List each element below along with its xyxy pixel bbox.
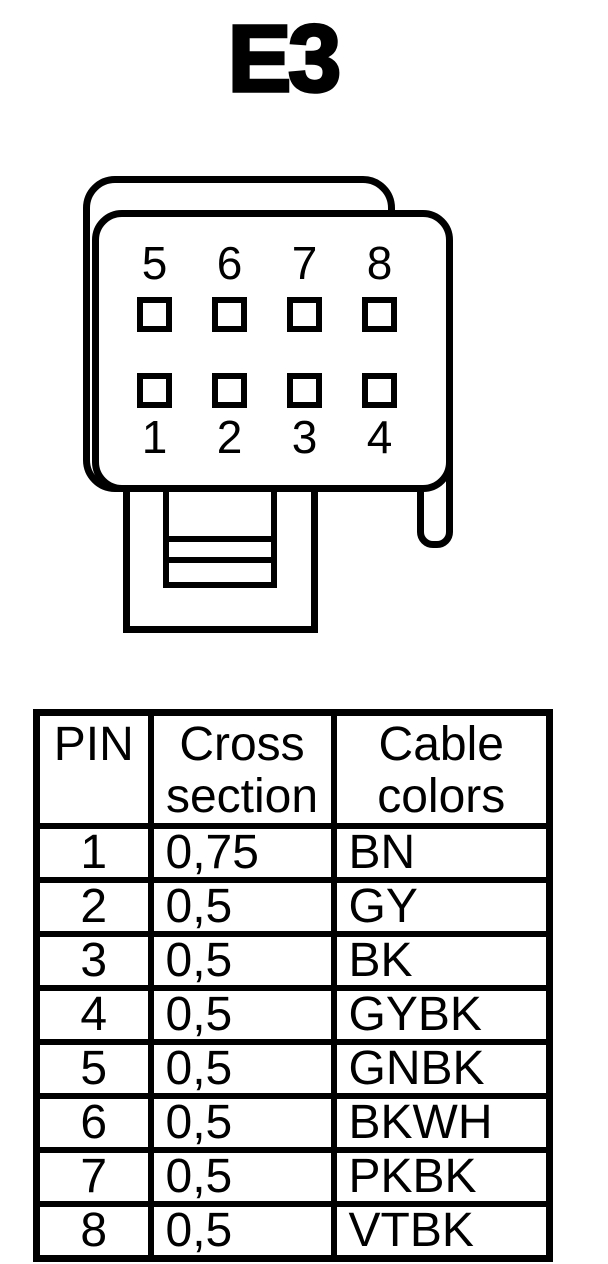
pin-cavity-8 (362, 297, 397, 332)
connector-title: E3 (226, 6, 343, 112)
pin-label-5: 5 (141, 237, 168, 289)
cross-section-cell: 0,5 (147, 931, 337, 991)
table-row: 2 0,5 GY (33, 877, 553, 937)
cable-color-cell: GNBK (330, 1039, 553, 1099)
cable-color-cell: VTBK (330, 1201, 553, 1262)
cross-section-cell: 0,5 (147, 877, 337, 937)
pin-cavity-4 (362, 373, 397, 408)
pin-label-7: 7 (291, 237, 318, 289)
table-row: 7 0,5 PKBK (33, 1147, 553, 1207)
lower-slot-rib-top (169, 536, 271, 542)
cable-color-cell: BKWH (330, 1093, 553, 1153)
col-header-pin: PIN (33, 709, 154, 829)
pin-cell: 1 (33, 823, 154, 883)
cross-section-cell: 0,5 (147, 985, 337, 1045)
cable-color-cell: GYBK (330, 985, 553, 1045)
table-row: 3 0,5 BK (33, 931, 553, 991)
pin-label-2: 2 (216, 411, 243, 463)
cross-section-cell: 0,5 (147, 1093, 337, 1153)
cable-color-cell: PKBK (330, 1147, 553, 1207)
table-row: 4 0,5 GYBK (33, 985, 553, 1045)
cross-section-cell: 0,5 (147, 1201, 337, 1262)
cable-color-cell: BN (330, 823, 553, 883)
pin-label-3: 3 (291, 411, 318, 463)
pinout-table: PIN Cross section Cable colors 1 0,75 BN… (33, 709, 553, 1262)
pin-cell: 7 (33, 1147, 154, 1207)
pin-label-4: 4 (366, 411, 393, 463)
pin-cell: 5 (33, 1039, 154, 1099)
cable-color-cell: GY (330, 877, 553, 937)
pin-cavity-2 (212, 373, 247, 408)
table-row: 6 0,5 BKWH (33, 1093, 553, 1153)
cross-section-cell: 0,5 (147, 1147, 337, 1207)
pin-label-6: 6 (216, 237, 243, 289)
connector-front-face (92, 210, 453, 492)
pin-cavity-7 (287, 297, 322, 332)
cross-section-cell: 0,5 (147, 1039, 337, 1099)
pin-cell: 4 (33, 985, 154, 1045)
col-header-cross-section: Cross section (147, 709, 337, 829)
pin-cavity-3 (287, 373, 322, 408)
table-row: 8 0,5 VTBK (33, 1201, 553, 1262)
lower-slot-rib-bottom (169, 557, 271, 563)
cable-color-cell: BK (330, 931, 553, 991)
table-row: 5 0,5 GNBK (33, 1039, 553, 1099)
pin-cell: 8 (33, 1201, 154, 1262)
pin-label-1: 1 (141, 411, 168, 463)
table-header-row: PIN Cross section Cable colors (33, 709, 553, 829)
pin-label-8: 8 (366, 237, 393, 289)
pin-cell: 2 (33, 877, 154, 937)
pin-cell: 3 (33, 931, 154, 991)
cross-section-cell: 0,75 (147, 823, 337, 883)
pin-cavity-6 (212, 297, 247, 332)
col-header-cable-colors: Cable colors (330, 709, 553, 829)
pin-cavity-1 (137, 373, 172, 408)
pin-cavity-5 (137, 297, 172, 332)
table-row: 1 0,75 BN (33, 823, 553, 883)
pin-cell: 6 (33, 1093, 154, 1153)
